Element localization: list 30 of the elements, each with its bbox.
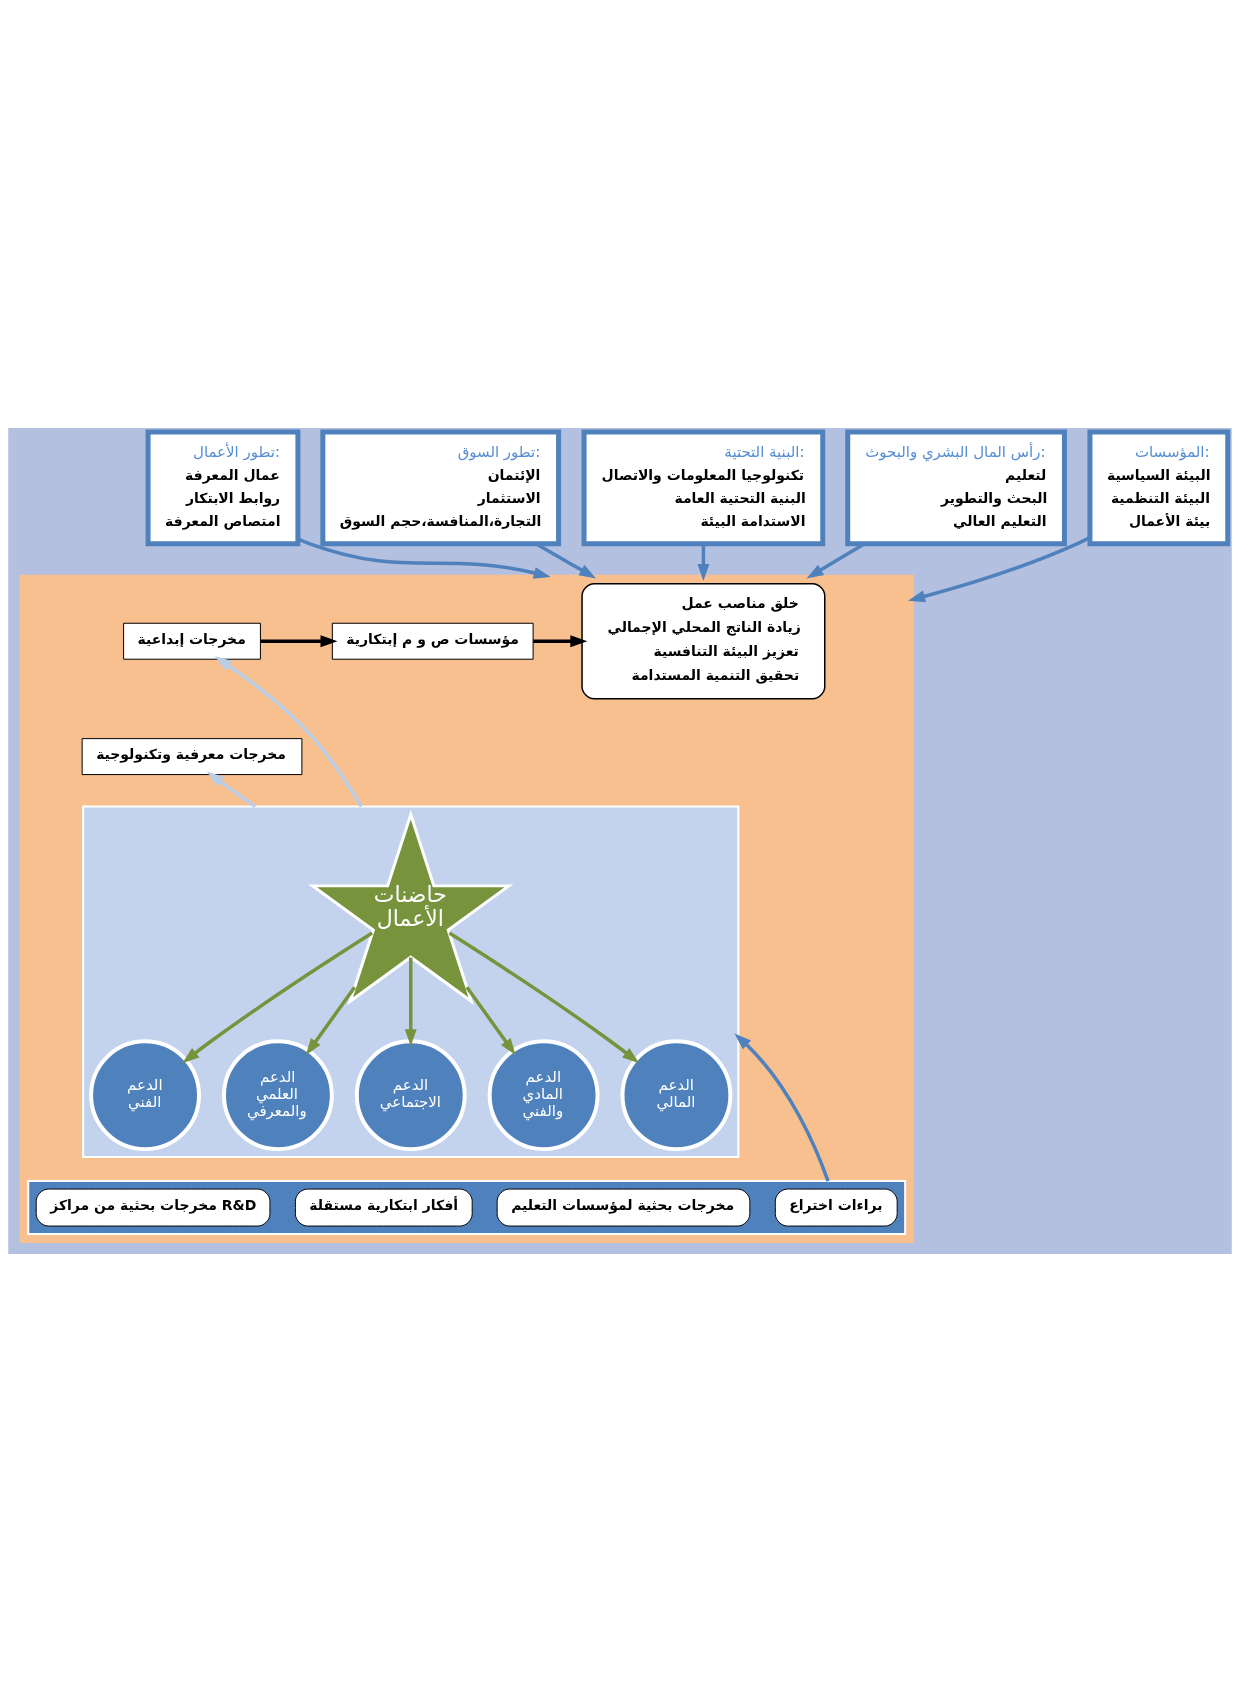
- node-box: خلق مناصب عمل زيادة الناتج المحلي الإجمالي تعزيز البيئة التنافسية تحقيق التنمية المستدامة: [581, 582, 826, 699]
- node-box: مخرجات بحثية من مراكز R&D: [35, 1188, 271, 1227]
- node-box: البنية التحتية: تكنولوجيا المعلومات والاتصال البنية التحتية العامة الاستدامة البيئة: [581, 429, 826, 546]
- arrow: [260, 634, 338, 647]
- arrow: [465, 985, 516, 1055]
- node-box: المؤسسات: البيئة السياسية البيئة التنظمية بيئة الأعمال: [1087, 429, 1231, 546]
- node-box: مخرجات معرفية وتكنولوجية: [81, 737, 303, 775]
- node-box: تطور الأعمال: عمال المعرفة روابط الابتكار امتصاص المعرفة: [145, 429, 301, 546]
- arrow: [182, 931, 374, 1063]
- arrow: [305, 985, 357, 1055]
- arrow: [908, 535, 1091, 602]
- arrow: [214, 655, 363, 807]
- arrow: [533, 634, 588, 647]
- node-box: مؤسسات ص و م إبتكارية: [331, 622, 534, 660]
- arrow: [206, 771, 257, 808]
- node-box: مخرجات إبداعية: [123, 622, 261, 660]
- node-box: رأس المال البشري والبحوث: لتعليم البحث والتطوير التعليم العالي: [845, 429, 1067, 546]
- cluster: [27, 1179, 907, 1235]
- arrow: [404, 957, 417, 1046]
- cluster: [19, 574, 915, 1243]
- arrow: [297, 536, 551, 579]
- cluster: [82, 805, 740, 1158]
- node-box: مخرجات بحثية لمؤسسات التعليم: [496, 1188, 751, 1227]
- node-circle: الدعم الاجتماعي: [354, 1038, 467, 1151]
- node-box: تطور السوق: الإئتمان الاستثمار التجارة،المنافسة،حجم السوق: [320, 429, 562, 546]
- node-box: أفكار ابتكارية مستقلة: [294, 1188, 473, 1227]
- arrow: [734, 1032, 830, 1182]
- arrow: [697, 543, 710, 581]
- node-box: براءات اختراع: [774, 1188, 898, 1227]
- arrow: [448, 931, 640, 1063]
